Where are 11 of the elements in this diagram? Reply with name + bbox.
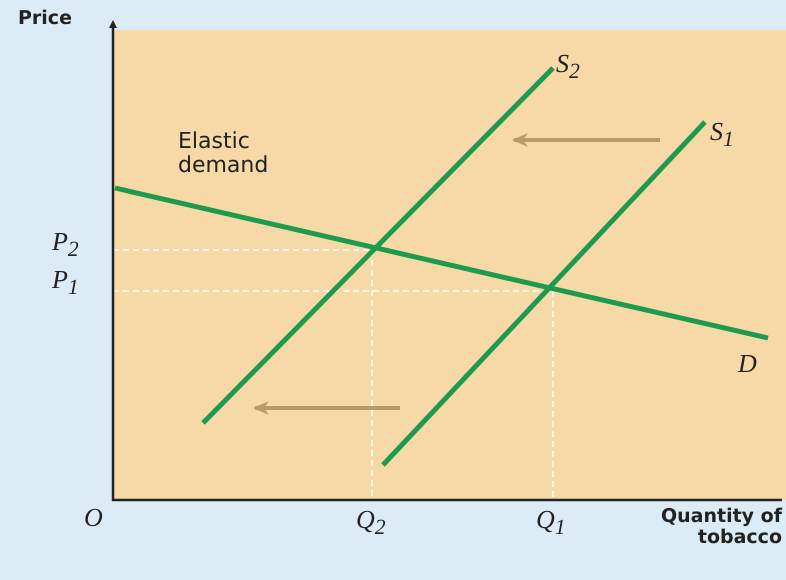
curve-label: S$_{1}$ bbox=[710, 118, 734, 152]
axis-tick-label: Q$_{2}$ bbox=[356, 506, 386, 540]
curve-label: S$_{2}$ bbox=[556, 50, 580, 84]
curve-label: D bbox=[738, 350, 757, 379]
axis-tick-label: Q$_{1}$ bbox=[536, 506, 566, 540]
origin-label: O bbox=[84, 504, 103, 533]
axis-tick-label: P$_{2}$ bbox=[52, 228, 79, 262]
curve-label: Elastic demand bbox=[178, 130, 270, 178]
axis-title: Quantity of tobacco bbox=[660, 506, 782, 548]
axis-title: Price bbox=[18, 8, 72, 29]
axis-tick-label: P$_{1}$ bbox=[52, 266, 79, 300]
